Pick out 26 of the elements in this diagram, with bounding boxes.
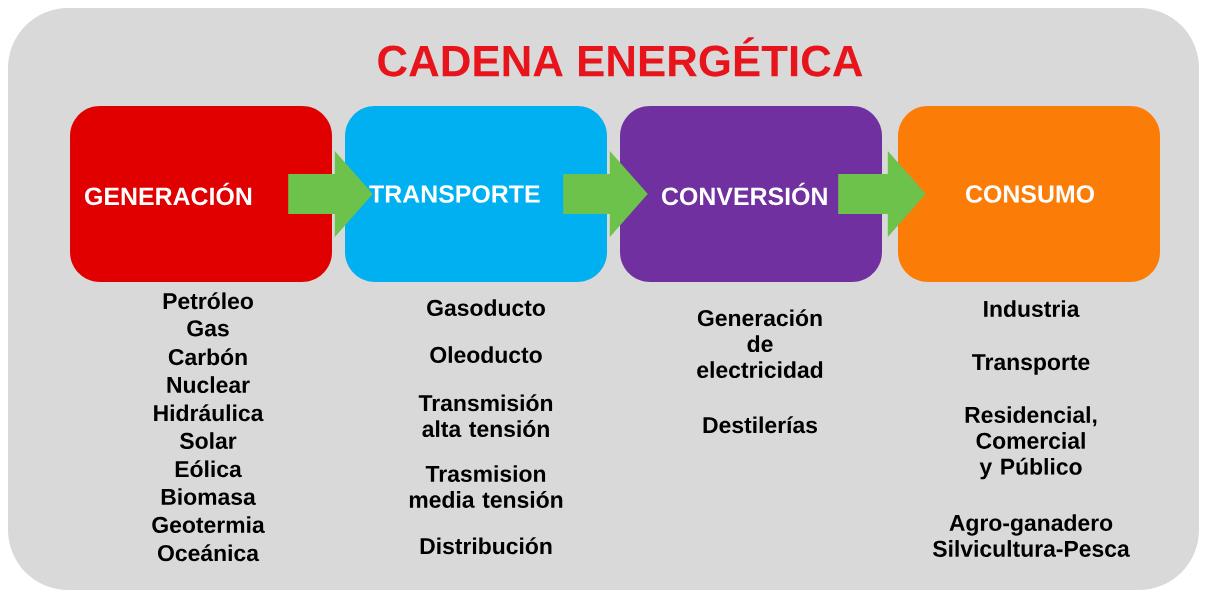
list-item: Transporte [972,354,1090,375]
list-item: Carbón [168,348,247,366]
title: CADENA ENERGÉTICA [378,37,863,77]
list-item: Hidráulica [154,404,264,422]
process-box: CONVERSIÓN [620,106,882,282]
list-item: Transmisión alta tensión [418,394,553,438]
process-box: CONSUMO [898,106,1160,282]
list-item: Nuclear [167,376,250,393]
list-item: Oleoducto [430,346,542,363]
list-item: Agro-ganadero Silvicultura-Pesca [932,514,1130,557]
list-item: Oceánica [158,544,260,562]
list-item: Solar [180,432,237,449]
list-item: Industria [984,300,1080,317]
list-item: Biomasa [161,488,256,505]
list-item: Trasmision media tensión [409,465,563,508]
list-item: Geotermia [152,516,265,533]
list-item: Residencial, Comercial y Público [965,406,1097,480]
list-item: Distribución [420,537,552,555]
list-item: Petróleo [163,292,253,310]
list-item: Destilerías [703,416,817,434]
list-item: Gasoducto [427,299,545,316]
list-item: Gas [187,320,229,337]
list-item: Eólica [175,460,242,478]
process-box: TRANSPORTE [345,106,607,282]
process-box: GENERACIÓN [70,106,332,282]
list-item: Generación de electricidad [697,309,823,378]
